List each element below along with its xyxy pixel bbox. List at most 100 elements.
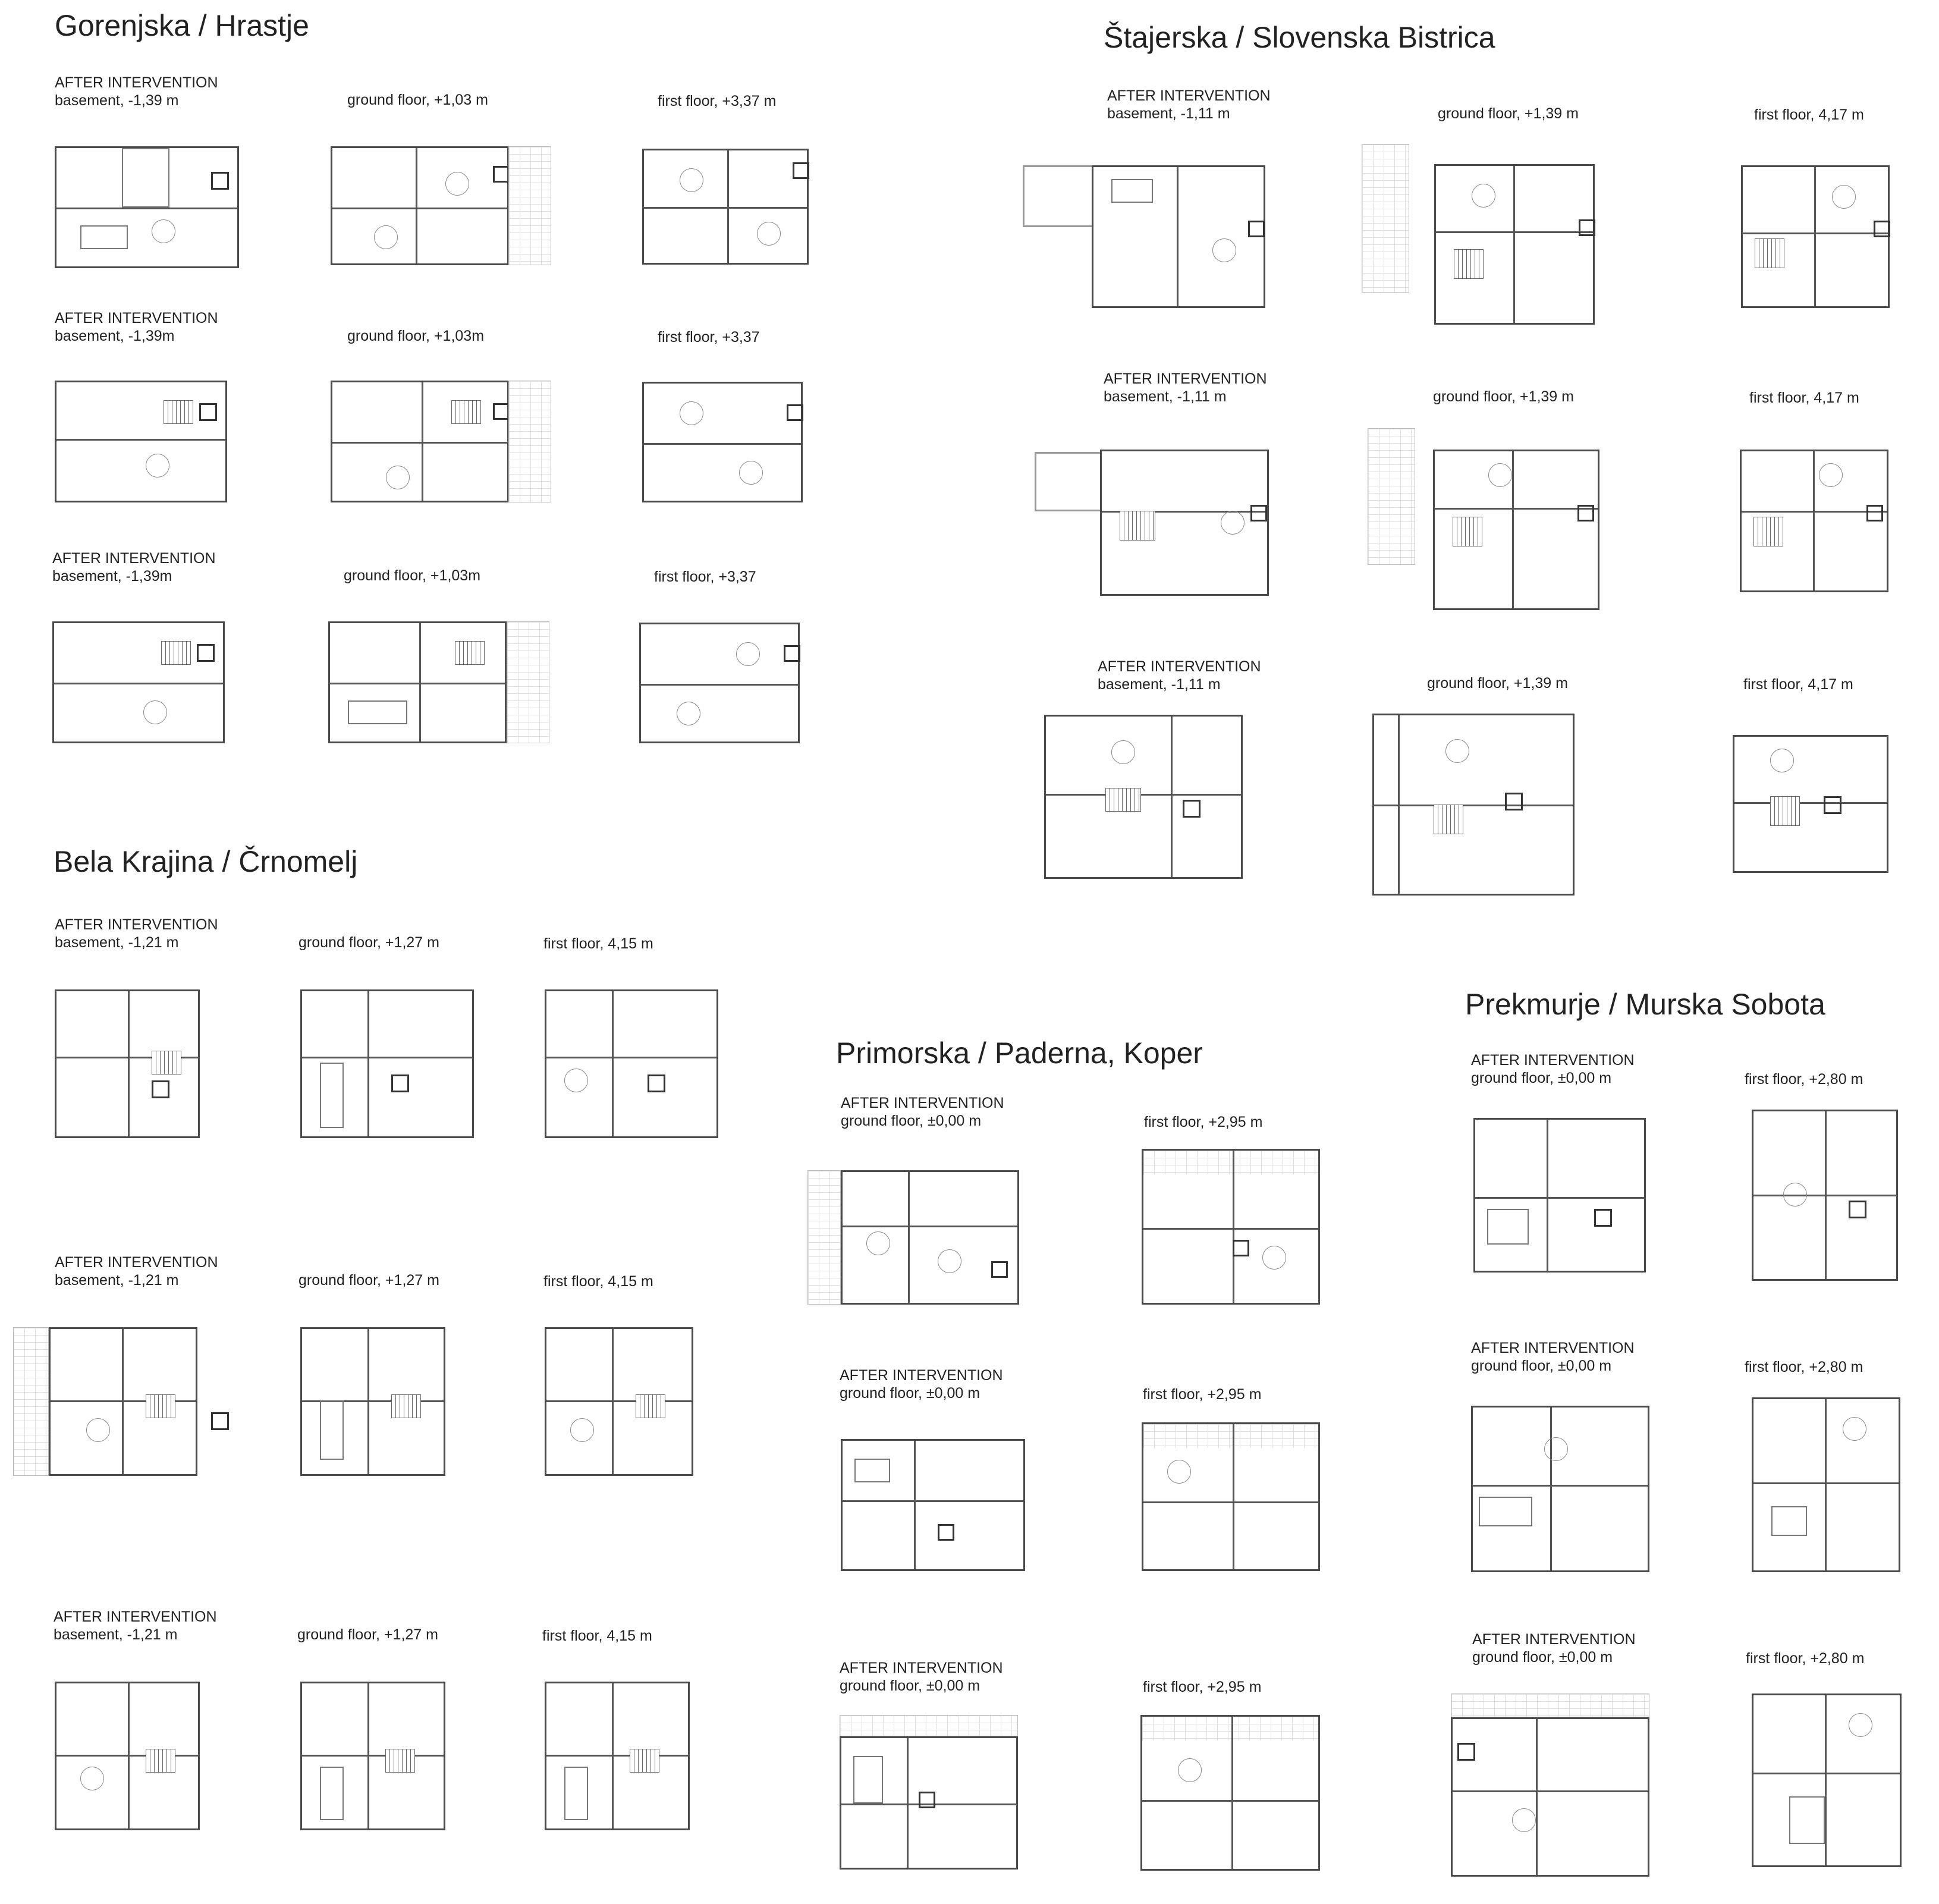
terrace: [13, 1327, 49, 1476]
label-after-intervention: AFTER INTERVENTION: [52, 550, 216, 567]
elevator: [1594, 1209, 1612, 1227]
floor-plan: [55, 989, 200, 1138]
label-floor: basement, -1,39m: [55, 328, 175, 344]
room: [122, 148, 169, 208]
roof-hatch: [1142, 1717, 1318, 1740]
wall: [1513, 166, 1515, 323]
plan-label-ground-floor: ground floor, +1,03m: [347, 328, 485, 344]
wall: [332, 442, 507, 444]
wall: [612, 991, 614, 1136]
furniture: [143, 700, 167, 724]
furniture: [1544, 1437, 1568, 1461]
label-floor: basement, -1,39 m: [55, 92, 179, 109]
room: [564, 1767, 588, 1820]
floor-plan: [49, 1327, 229, 1476]
elevator: [991, 1261, 1008, 1278]
furniture: [1167, 1460, 1191, 1484]
floor-plan: [1741, 165, 1890, 308]
floor-plan: [1752, 1397, 1900, 1572]
wall: [1813, 451, 1815, 590]
wall: [727, 150, 729, 263]
floor-plan: [55, 146, 239, 268]
plan-label-ground-floor: ground floor, +1,27 m: [297, 1626, 438, 1643]
wall: [546, 1057, 716, 1058]
plan-label-ground-floor: ground floor, +1,39 m: [1438, 105, 1579, 122]
elevator: [1457, 1743, 1475, 1761]
room: [320, 1400, 344, 1460]
wall: [1102, 511, 1267, 513]
wall: [1046, 794, 1241, 796]
floor-plan: [1471, 1406, 1649, 1572]
elevator: [787, 404, 803, 421]
floor-plan: [545, 989, 718, 1138]
wall: [1753, 1482, 1899, 1484]
label-after-intervention: AFTER INTERVENTION: [54, 1608, 217, 1625]
elevator: [648, 1074, 665, 1092]
label-after-intervention: AFTER INTERVENTION: [55, 916, 218, 933]
elevator: [493, 403, 510, 420]
furniture: [757, 222, 781, 246]
elevator: [211, 1412, 229, 1430]
region-title-prekmurje: Prekmurje / Murska Sobota: [1465, 988, 1825, 1021]
furniture: [1472, 184, 1495, 208]
plan-label-first-floor: first floor, 4,17 m: [1743, 676, 1853, 693]
furniture: [1512, 1808, 1536, 1832]
wall: [1825, 1695, 1827, 1865]
staircase: [1105, 788, 1141, 812]
floor-plan: [328, 621, 507, 743]
floor-plan: [52, 621, 225, 743]
elevator: [211, 172, 229, 190]
terrace: [507, 621, 549, 743]
region-title-stajerska: Štajerska / Slovenska Bistrica: [1104, 21, 1495, 54]
label-floor: ground floor, ±0,00 m: [840, 1385, 981, 1402]
wall: [56, 1755, 198, 1757]
floor-plan: [1142, 1149, 1320, 1305]
staircase: [161, 641, 191, 665]
wall: [1473, 1485, 1648, 1487]
floor-plan: [300, 989, 474, 1138]
floor-plan: [639, 623, 800, 743]
floor-plan: [1140, 1715, 1320, 1871]
plan-label-first-floor: first floor, +2,80 m: [1745, 1359, 1863, 1375]
staircase: [451, 400, 481, 424]
elevator: [152, 1080, 169, 1098]
staircase: [1755, 238, 1784, 268]
furniture: [1770, 749, 1794, 772]
floor-plan: [1433, 450, 1599, 610]
wall: [1233, 1424, 1234, 1569]
staircase: [636, 1394, 665, 1418]
floor-plan: [1473, 1118, 1646, 1273]
furniture: [86, 1418, 110, 1442]
label-after-intervention: AFTER INTERVENTION: [1107, 87, 1271, 104]
staircase: [1120, 511, 1155, 541]
label-after-intervention: AFTER INTERVENTION: [840, 1660, 1003, 1676]
wall: [56, 1057, 198, 1058]
furniture: [1221, 511, 1245, 535]
label-floor: basement, -1,21 m: [54, 1626, 178, 1643]
region-title-bela-krajina: Bela Krajina / Črnomelj: [54, 845, 358, 878]
wall: [843, 1226, 1017, 1227]
plan-label-first-floor: first floor, +3,37: [654, 568, 756, 585]
elevator: [1248, 221, 1265, 237]
furniture: [570, 1418, 594, 1442]
wall: [419, 623, 421, 742]
floor-plan: [300, 1327, 445, 1476]
elevator: [1505, 793, 1523, 810]
garage-outline: [1023, 165, 1094, 227]
plan-label-ground-floor: ground floor, +1,39 m: [1433, 388, 1574, 405]
wall: [1753, 1773, 1900, 1774]
label-after-intervention: AFTER INTERVENTION: [1471, 1340, 1635, 1356]
floor-plan: [1100, 450, 1269, 596]
elevator: [1577, 505, 1594, 521]
wall: [908, 1172, 910, 1303]
plan-label-first-floor: first floor, 4,17 m: [1754, 106, 1864, 123]
wall: [302, 1400, 444, 1402]
elevator: [1824, 796, 1841, 814]
furniture: [1849, 1713, 1872, 1737]
wall: [330, 683, 505, 684]
